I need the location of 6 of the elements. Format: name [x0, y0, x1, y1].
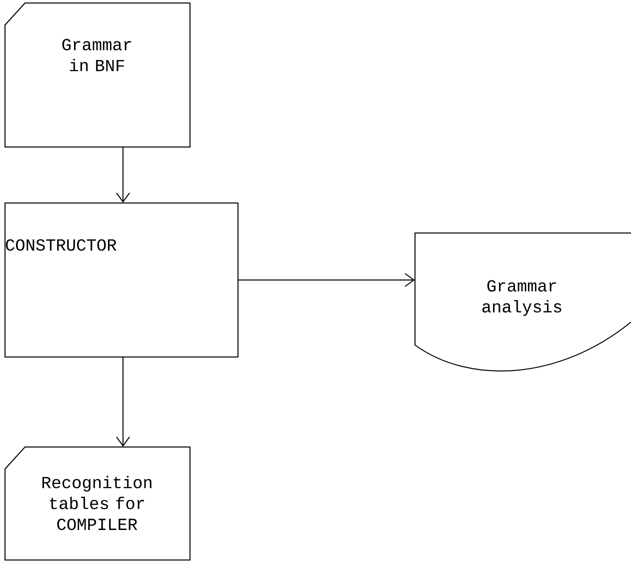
arrow: [116, 356, 130, 447]
arrow: [238, 272, 415, 287]
card-box: Grammar in BNF: [4, 2, 190, 148]
arrow: [116, 146, 130, 203]
card-box: Recognition tables for COMPILER: [4, 446, 190, 560]
process-box: CONSTRUCTOR: [4, 202, 238, 358]
